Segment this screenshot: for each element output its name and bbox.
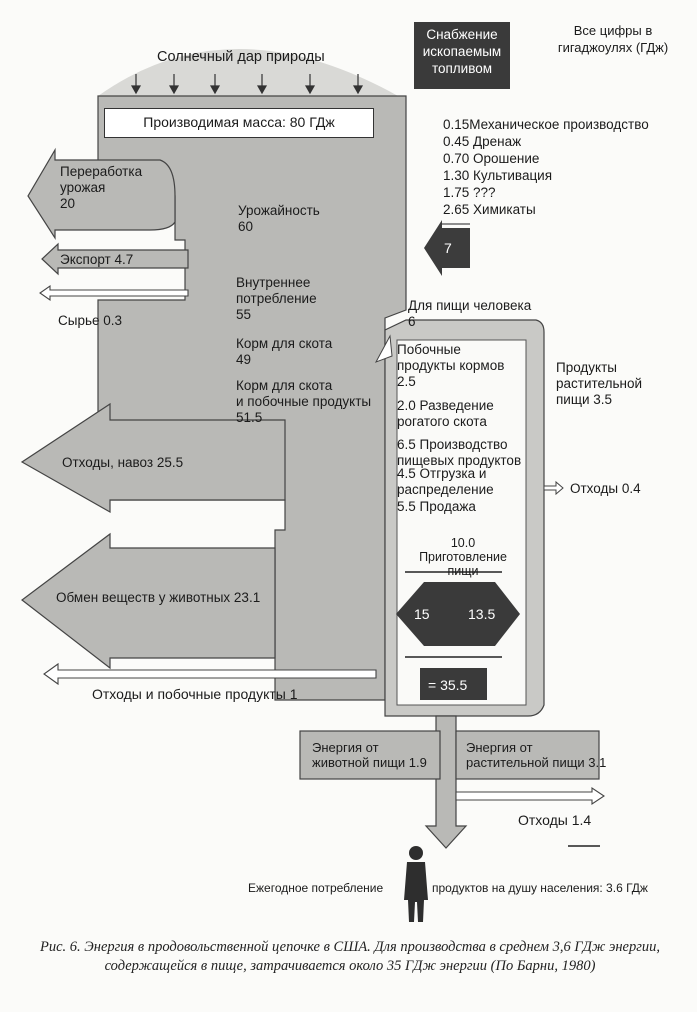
fossil-fuel-box: Снабжение ископаемым топливом [414,22,510,89]
fossil-input-arrow [424,220,470,276]
animal-metabolism-arrow [21,532,276,670]
annual-left-label: Ежегодное потребление [248,881,384,895]
plant-food-label: Продукты растительной пищи 3.5 [556,360,642,407]
fossil-input-item: 1.30 Культивация [443,168,553,183]
fossil-input-item: 0.70 Орошение [443,151,540,166]
crop-processing-label: Переработка урожая 20 [60,164,143,211]
produced-mass-box: Производимая масса: 80 ГДж [104,108,374,138]
feed-label: Корм для скота 49 [236,336,333,367]
feed-byproducts-label: Корм для скота и побочные продукты 51.5 [236,378,372,425]
export-arrow [41,242,189,276]
byproducts-feed-arrow [374,334,393,363]
energy-animal-label: Энергия от животной пищи 1.9 [312,740,427,770]
energy-plant-label: Энергия от растительной пищи 3.1 [466,740,607,770]
fossil-input-item: 0.15Механическое производство [443,117,649,132]
sun-rays [130,74,364,95]
yield-label: Урожайность 60 [238,203,320,234]
annual-right-label: продуктов на душу населения: 3.6 ГДж [432,881,648,895]
person-icon [404,846,428,922]
fossil-input-item: 0.45 Дренаж [443,134,522,149]
food-chain-inner [396,339,527,706]
chain-feed-byproducts: Побочные продукты кормов 2.5 [397,342,505,389]
chain-food-production: 6.5 Производство пищевых продуктов [397,437,522,468]
crop-processing-arrow [27,147,176,241]
figure-caption: Рис. 6. Энергия в продовольственной цепо… [39,939,661,974]
chain-sales: 5.5 Продажа [397,499,476,514]
units-note: Все цифры в гигаджоулях (ГДж) [557,23,669,55]
chain-cattle: 2.0 Разведение рогатого скота [397,398,494,429]
chain-cooking: 10.0 Приготовление пищи [419,536,507,578]
fossil-inputs-list: 0.15Механическое производство 0.45 Дрена… [443,116,649,218]
waste-14-label: Отходы 1.4 [518,812,592,828]
arrow-right-value: 13.5 [468,606,496,622]
waste-04-arrow [543,480,564,496]
waste-14-arrow [455,786,605,806]
plant-energy-box [455,730,600,780]
energy-double-arrow [396,582,520,646]
waste-04-label: Отходы 0.4 [570,481,641,496]
raw-arrow [39,284,189,302]
export-label: Экспорт 4.7 [60,252,134,267]
fossil-input-item: 1.75 ??? [443,185,496,200]
sun-dome [98,49,398,96]
total-box [420,668,487,700]
waste-manure-arrow [20,402,286,514]
waste-byproducts-arrow [43,662,377,686]
fossil-total: 7 [444,240,452,256]
total-value: = 35.5 [428,677,468,693]
domestic-label: Внутреннее потребление 55 [236,275,317,322]
raw-label: Сырье 0.3 [58,313,123,328]
waste-manure-label: Отходы, навоз 25.5 [62,455,184,470]
chain-shipping: 4.5 Отгрузка и распределение [397,466,494,497]
fossil-input-item: 2.65 Химикаты [443,202,536,217]
arrow-left-value: 15 [414,606,430,622]
solar-label: Солнечный дар природы [157,49,325,65]
human-food-label: Для пищи человека 6 [408,298,532,329]
waste-byproducts-label: Отходы и побочные продукты 1 [92,686,298,702]
animal-metabolism-label: Обмен веществ у животных 23.1 [56,590,261,605]
animal-energy-box [299,730,441,780]
